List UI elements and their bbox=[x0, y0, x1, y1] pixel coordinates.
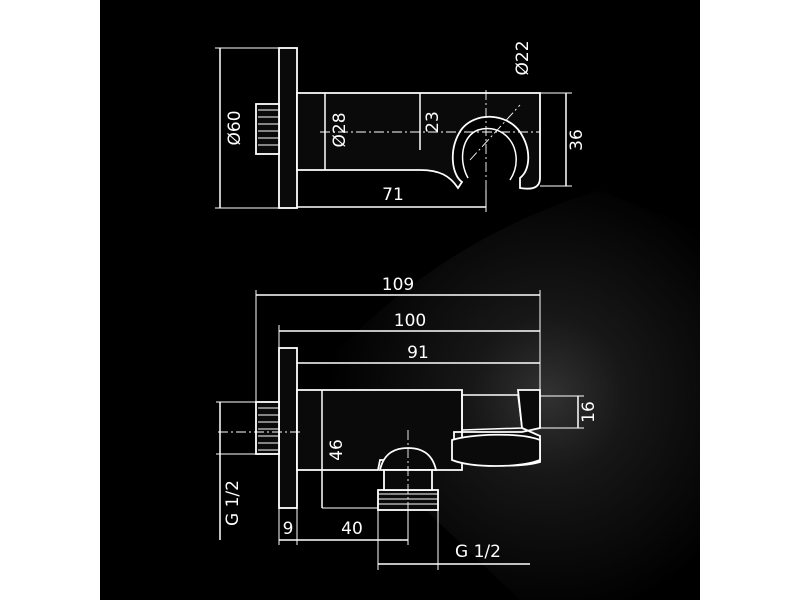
dim-overall-length: 109 bbox=[382, 275, 414, 295]
dim-length-91: 91 bbox=[407, 343, 429, 363]
side-thread-lines bbox=[258, 407, 279, 451]
top-holder-ring bbox=[461, 127, 517, 181]
top-thread bbox=[255, 103, 280, 155]
top-view: Ø60 Ø28 23 Ø22 36 71 bbox=[215, 40, 587, 212]
dim-holder-diameter: Ø22 bbox=[513, 40, 533, 75]
dim-outlet-height: 16 bbox=[579, 401, 599, 423]
dim-flange-diameter: Ø60 bbox=[225, 110, 245, 145]
side-view: 109 100 91 16 46 G 1/2 9 40 bbox=[216, 275, 599, 570]
dim-outlet-offset: 40 bbox=[341, 519, 363, 539]
top-thread-lines bbox=[258, 109, 279, 146]
dim-center-height: 46 bbox=[327, 439, 347, 461]
side-flange bbox=[278, 347, 298, 509]
dim-length-100: 100 bbox=[394, 311, 426, 331]
dim-inlet-thread: G 1/2 bbox=[223, 480, 243, 526]
dim-arm-diameter: Ø28 bbox=[330, 112, 350, 147]
top-arm bbox=[296, 92, 541, 190]
side-handle bbox=[461, 394, 523, 431]
side-inlet-thread bbox=[255, 401, 280, 455]
top-flange bbox=[278, 47, 298, 209]
dim-arm-length: 71 bbox=[382, 185, 404, 205]
dim-flange-thickness: 9 bbox=[283, 519, 294, 539]
side-valve-lever bbox=[451, 433, 541, 467]
dim-outlet-thread: G 1/2 bbox=[455, 542, 501, 562]
dim-holder-height: 36 bbox=[567, 129, 587, 151]
dim-holder-offset: 23 bbox=[423, 111, 443, 133]
